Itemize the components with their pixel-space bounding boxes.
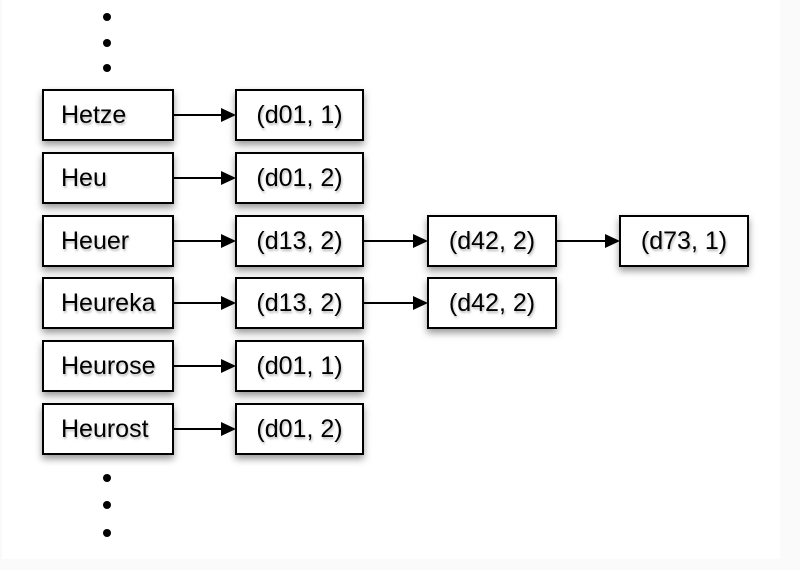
ellipsis-dot-top [103, 39, 111, 47]
posting-box: (d42, 2) [427, 215, 557, 267]
arrow-shaft [174, 301, 223, 305]
posting-label: (d01, 1) [256, 351, 343, 380]
posting-box: (d13, 2) [235, 277, 364, 329]
posting-label: (d01, 2) [256, 414, 343, 443]
posting-box: (d13, 2) [235, 215, 364, 267]
posting-box: (d01, 2) [235, 403, 364, 455]
term-box: Heurost [42, 403, 174, 455]
ellipsis-dot-top [103, 13, 111, 21]
term-label: Heureka [61, 288, 156, 317]
slide-panel: Hetze (d01, 1) Heu (d01, 2) Heuer (d13, 2) (d4… [2, 0, 780, 559]
arrow-shaft [174, 364, 223, 368]
term-label: Heu [61, 163, 107, 192]
term-label: Hetze [61, 100, 127, 129]
arrow-head-icon [221, 171, 236, 185]
arrow-head-icon [221, 234, 236, 248]
term-box: Heureka [42, 277, 174, 329]
ellipsis-dot-bottom [103, 501, 111, 509]
ellipsis-dot-bottom [103, 474, 111, 482]
term-label: Heurose [61, 351, 156, 380]
arrow-head-icon [221, 108, 236, 122]
arrow-head-icon [221, 422, 236, 436]
arrow-head-icon [413, 296, 428, 310]
posting-label: (d73, 1) [640, 226, 728, 255]
term-box: Heuer [42, 215, 174, 267]
arrow-head-icon [221, 359, 236, 373]
term-box: Heu [42, 152, 174, 204]
arrow-shaft [174, 113, 223, 117]
arrow-shaft [174, 239, 223, 243]
posting-label: (d01, 1) [256, 100, 343, 129]
posting-label: (d42, 2) [448, 226, 536, 255]
term-label: Heuer [61, 226, 130, 255]
term-label: Heurost [61, 414, 149, 443]
arrow-head-icon [605, 234, 620, 248]
posting-label: (d42, 2) [448, 288, 536, 317]
arrow-shaft [557, 239, 607, 243]
ellipsis-dot-top [103, 64, 111, 72]
arrow-shaft [174, 176, 223, 180]
term-box: Hetze [42, 89, 174, 141]
arrow-shaft [364, 301, 415, 305]
posting-box: (d01, 1) [235, 340, 364, 392]
posting-label: (d01, 2) [256, 163, 343, 192]
posting-box: (d01, 1) [235, 89, 364, 141]
term-box: Heurose [42, 340, 174, 392]
posting-box: (d73, 1) [619, 215, 749, 267]
ellipsis-dot-bottom [103, 529, 111, 537]
posting-label: (d13, 2) [256, 226, 343, 255]
posting-box: (d42, 2) [427, 277, 557, 329]
arrow-head-icon [221, 296, 236, 310]
posting-label: (d13, 2) [256, 288, 343, 317]
arrow-head-icon [413, 234, 428, 248]
arrow-shaft [364, 239, 415, 243]
arrow-shaft [174, 427, 223, 431]
posting-box: (d01, 2) [235, 152, 364, 204]
